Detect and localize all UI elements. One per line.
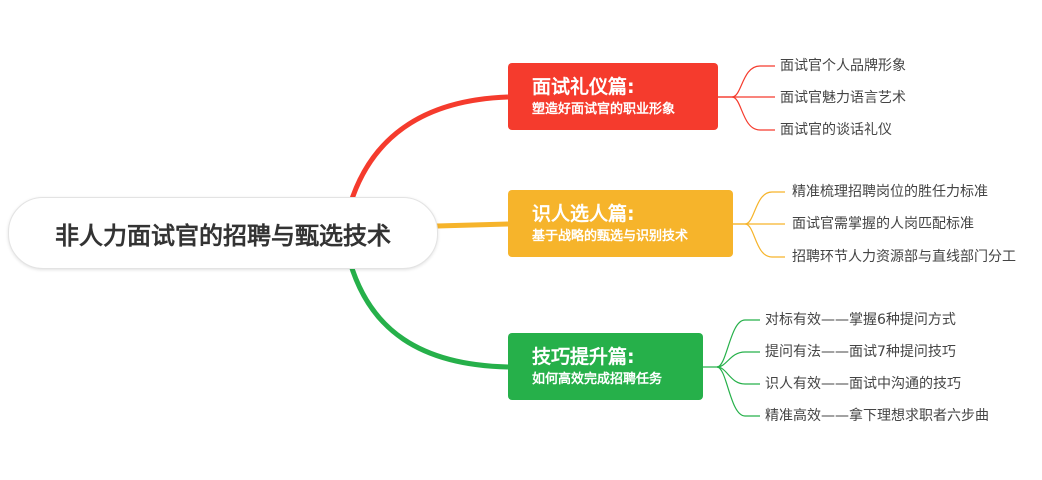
branch-etiquette[interactable]: 面试礼仪篇: 塑造好面试官的职业形象 <box>508 63 718 130</box>
branch-subtitle: 如何高效完成招聘任务 <box>532 371 663 387</box>
leaf-topic[interactable]: 面试官需掌握的人岗匹配标准 <box>792 216 974 232</box>
branch-subtitle: 基于战略的甄选与识别技术 <box>532 228 689 244</box>
leaf-topic[interactable]: 精准高效——拿下理想求职者六步曲 <box>765 408 989 424</box>
connector-green <box>347 261 509 370</box>
branch-skills[interactable]: 技巧提升篇: 如何高效完成招聘任务 <box>508 333 703 400</box>
connector-red <box>347 94 509 206</box>
leaf-topic[interactable]: 面试官个人品牌形象 <box>780 58 906 74</box>
root-topic[interactable]: 非人力面试官的招聘与甄选技术 <box>8 197 438 269</box>
leaf-topic[interactable]: 招聘环节人力资源部与直线部门分工 <box>792 249 1016 265</box>
leaf-topic[interactable]: 识人有效——面试中沟通的技巧 <box>765 376 961 392</box>
leaf-topic[interactable]: 面试官的谈话礼仪 <box>780 122 892 138</box>
branch-title: 技巧提升篇: <box>532 345 635 368</box>
branch-title: 识人选人篇: <box>532 202 635 225</box>
branch-subtitle: 塑造好面试官的职业形象 <box>532 101 676 117</box>
branch-selection[interactable]: 识人选人篇: 基于战略的甄选与识别技术 <box>508 190 733 257</box>
leaf-topic[interactable]: 面试官魅力语言艺术 <box>780 90 906 106</box>
leaf-topic[interactable]: 精准梳理招聘岗位的胜任力标准 <box>792 184 988 200</box>
connector-yellow <box>436 221 509 229</box>
leaf-topic[interactable]: 对标有效——掌握6种提问方式 <box>765 312 956 328</box>
leaf-topic[interactable]: 提问有法——面试7种提问技巧 <box>765 344 956 360</box>
branch-title: 面试礼仪篇: <box>532 75 635 98</box>
